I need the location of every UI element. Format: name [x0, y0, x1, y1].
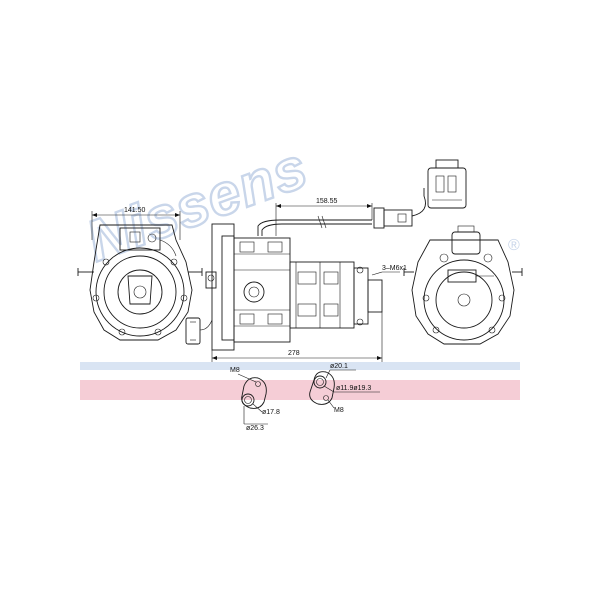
port-right-bolt: M8 [334, 407, 344, 414]
port-left-bolt: M8 [230, 367, 240, 374]
port-right-bore-inner: ø11.9 [336, 385, 353, 392]
port-right-bore-outer: ø20.1 [330, 363, 348, 370]
cable-length-dimension: 158.55 [316, 198, 338, 205]
port-right-bore-inner-extra: ø19.3 [353, 385, 371, 392]
front-view: 141.50 [77, 207, 203, 341]
pink-stripe [80, 380, 520, 400]
overall-length-dimension: 278 [288, 350, 300, 357]
side-view: 158.55 [185, 159, 467, 362]
rear-view [403, 225, 523, 345]
port-left-bore: ø17.8 [262, 409, 280, 416]
blue-stripe [80, 362, 520, 370]
front-width-dimension: 141.50 [124, 207, 146, 214]
port-detail-right: ø20.1 ø11.9ø19.3 M8 [309, 363, 380, 414]
port-left-flange: ø26.3 [246, 425, 264, 432]
port-detail-left: M8 ø17.8 ø26.3 [230, 367, 280, 432]
watermark-registered: ® [508, 237, 520, 254]
svg-text:ø11.9ø19.3: ø11.9ø19.3 [336, 385, 371, 392]
thread-dimension: 3–M6x1 [382, 265, 407, 272]
